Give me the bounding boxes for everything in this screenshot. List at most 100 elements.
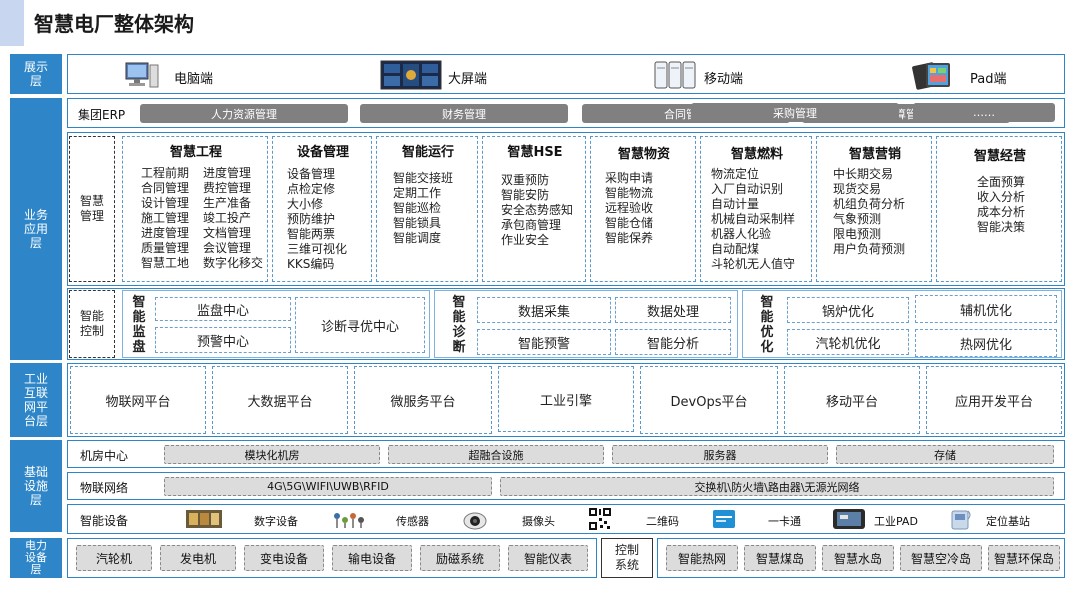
tablet-icon <box>910 60 952 90</box>
machine-room-item[interactable]: 超融合设施 <box>388 445 604 464</box>
machine-room-row: 机房中心 模块化机房 超融合设施 服务器 存储 <box>67 440 1065 468</box>
chip-smart-warning[interactable]: 智能预警 <box>477 329 611 355</box>
platform-app-dev[interactable]: 应用开发平台 <box>926 366 1062 434</box>
chip-diagnosis-center[interactable]: 诊断寻优中心 <box>295 297 425 353</box>
card-smart-engineering[interactable]: 智慧工程 工程前期 合同管理 设计管理 施工管理 进度管理 质量管理 智慧工地 … <box>122 136 268 282</box>
layer-label-infra: 基础设施层 <box>10 440 62 532</box>
list-item: 自动计量 <box>711 197 760 211</box>
card-smart-materials[interactable]: 智慧物资 采购申请 智能物流 远程验收 智能仓储 智能保养 <box>590 136 696 282</box>
group-title: 智能优化 <box>760 295 774 355</box>
chip-auxiliary-optimization[interactable]: 辅机优化 <box>915 295 1057 323</box>
list-item: 会议管理 <box>203 241 252 255</box>
list-item: 现货交易 <box>833 182 882 196</box>
erp-item[interactable]: …… <box>913 103 1055 122</box>
card-smart-marketing[interactable]: 智慧营销 中长期交易 现货交易 机组负荷分析 气象预测 限电预测 用户负荷预测 <box>816 136 932 282</box>
machine-room-label: 机房中心 <box>80 449 129 463</box>
island-item[interactable]: 智慧环保岛 <box>988 545 1060 571</box>
iot-network-label: 物联网络 <box>80 481 129 495</box>
list-item: 采购申请 <box>605 171 654 185</box>
layer-label-display: 展示层 <box>10 54 62 94</box>
list-item: 进度管理 <box>141 226 190 240</box>
power-item[interactable]: 变电设备 <box>244 545 324 571</box>
platform-mobile[interactable]: 移动平台 <box>784 366 920 434</box>
list-item: 点检定修 <box>287 182 336 196</box>
island-item[interactable]: 智慧水岛 <box>822 545 894 571</box>
platform-iot[interactable]: 物联网平台 <box>70 366 206 434</box>
card-smart-hse[interactable]: 智慧HSE 双重预防 智能安防 安全态势感知 承包商管理 作业安全 <box>482 136 586 282</box>
device-label: 工业PAD <box>874 515 918 528</box>
list-item: 数字化移交 <box>203 256 264 270</box>
chip-warning-center[interactable]: 预警中心 <box>155 327 291 353</box>
list-item: 设计管理 <box>141 196 190 210</box>
industrial-pad-icon <box>832 508 866 530</box>
chip-data-collection[interactable]: 数据采集 <box>477 297 611 323</box>
list-item: 斗轮机无人值守 <box>711 257 796 271</box>
list-item: 智能决策 <box>977 220 1026 234</box>
island-item[interactable]: 智慧空冷岛 <box>900 545 982 571</box>
erp-item[interactable]: 采购管理 <box>691 103 899 122</box>
layer-label-business: 业务应用层 <box>10 98 62 360</box>
card-title: 智慧工程 <box>169 145 222 160</box>
power-item[interactable]: 汽轮机 <box>76 545 152 571</box>
chip-boiler-optimization[interactable]: 锅炉优化 <box>787 297 909 323</box>
power-item[interactable]: 励磁系统 <box>420 545 500 571</box>
group-smart-monitoring: 智能监盘 监盘中心 预警中心 诊断寻优中心 <box>122 290 430 358</box>
power-item[interactable]: 发电机 <box>160 545 236 571</box>
card-items: 全面预算 收入分析 成本分析 智能决策 <box>977 175 1025 235</box>
card-equipment-management[interactable]: 设备管理 设备管理 点检定修 大小修 预防维护 智能两票 三维可视化 KKS编码 <box>272 136 372 282</box>
group-title: 智能监盘 <box>132 295 146 355</box>
big-screen-icon <box>380 60 442 90</box>
list-item: 自动配煤 <box>711 242 760 256</box>
card-smart-business[interactable]: 智慧经营 全面预算 收入分析 成本分析 智能决策 <box>936 136 1062 282</box>
list-item: 机械自动采制样 <box>711 212 796 226</box>
list-item: 三维可视化 <box>287 242 348 256</box>
chip-data-processing[interactable]: 数据处理 <box>615 297 731 323</box>
list-item: 设备管理 <box>287 167 336 181</box>
machine-room-item[interactable]: 服务器 <box>612 445 828 464</box>
card-title: 设备管理 <box>296 145 349 160</box>
platform-big-data[interactable]: 大数据平台 <box>212 366 348 434</box>
list-item: 预防维护 <box>287 212 336 226</box>
platform-microservice[interactable]: 微服务平台 <box>354 366 492 434</box>
card-smart-fuel[interactable]: 智慧燃料 物流定位 入厂自动识别 自动计量 机械自动采制样 机器人化验 自动配煤… <box>700 136 812 282</box>
group-title: 智能诊断 <box>452 295 466 355</box>
erp-item[interactable]: 人力资源管理 <box>140 104 348 123</box>
chip-turbine-optimization[interactable]: 汽轮机优化 <box>787 329 909 355</box>
card-items-col2: 进度管理 费控管理 生产准备 竣工投产 文档管理 会议管理 数字化移交 <box>203 166 263 271</box>
iot-network-item[interactable]: 4G\5G\WIFI\UWB\RFID <box>164 477 492 496</box>
list-item: 智慧工地 <box>141 256 190 270</box>
list-item: 智能保养 <box>605 231 654 245</box>
platform-devops[interactable]: DevOps平台 <box>640 366 778 434</box>
platform-industrial-engine[interactable]: 工业引擎 <box>498 366 634 432</box>
card-items: 中长期交易 现货交易 机组负荷分析 气象预测 限电预测 用户负荷预测 <box>833 167 905 257</box>
card-items: 物流定位 入厂自动识别 自动计量 机械自动采制样 机器人化验 自动配煤 斗轮机无… <box>711 167 795 272</box>
list-item: 限电预测 <box>833 227 882 241</box>
power-item[interactable]: 输电设备 <box>332 545 412 571</box>
card-title: 智慧燃料 <box>730 147 783 162</box>
card-smart-operation[interactable]: 智能运行 智能交接班 定期工作 智能巡检 智能锁具 智能调度 <box>376 136 478 282</box>
machine-room-item[interactable]: 模块化机房 <box>164 445 380 464</box>
list-item: 大小修 <box>287 197 324 211</box>
iot-network-item[interactable]: 交换机\防火墙\路由器\无源光网络 <box>500 477 1054 496</box>
list-item: 入厂自动识别 <box>711 182 784 196</box>
list-item: 质量管理 <box>141 241 190 255</box>
card-items: 智能交接班 定期工作 智能巡检 智能锁具 智能调度 <box>393 171 453 246</box>
list-item: 用户负荷预测 <box>833 242 906 256</box>
camera-icon <box>462 507 488 531</box>
control-system-box[interactable]: 控制系统 <box>601 538 653 578</box>
device-label: 数字设备 <box>254 515 298 528</box>
group-smart-optimization: 智能优化 锅炉优化 辅机优化 汽轮机优化 热网优化 <box>742 290 1062 358</box>
computer-icon <box>124 61 160 89</box>
chip-smart-analysis[interactable]: 智能分析 <box>615 329 731 355</box>
erp-label: 集团ERP <box>78 108 126 122</box>
list-item: 施工管理 <box>141 211 190 225</box>
chip-monitoring-center[interactable]: 监盘中心 <box>155 297 291 321</box>
power-item[interactable]: 智能仪表 <box>508 545 588 571</box>
chip-heat-network-optimization[interactable]: 热网优化 <box>915 329 1057 357</box>
island-item[interactable]: 智慧煤岛 <box>744 545 816 571</box>
erp-item[interactable]: 财务管理 <box>360 104 568 123</box>
display-item-label: 大屏端 <box>448 72 488 87</box>
device-label: 定位基站 <box>986 515 1030 528</box>
machine-room-item[interactable]: 存储 <box>836 445 1054 464</box>
island-item[interactable]: 智能热网 <box>666 545 738 571</box>
